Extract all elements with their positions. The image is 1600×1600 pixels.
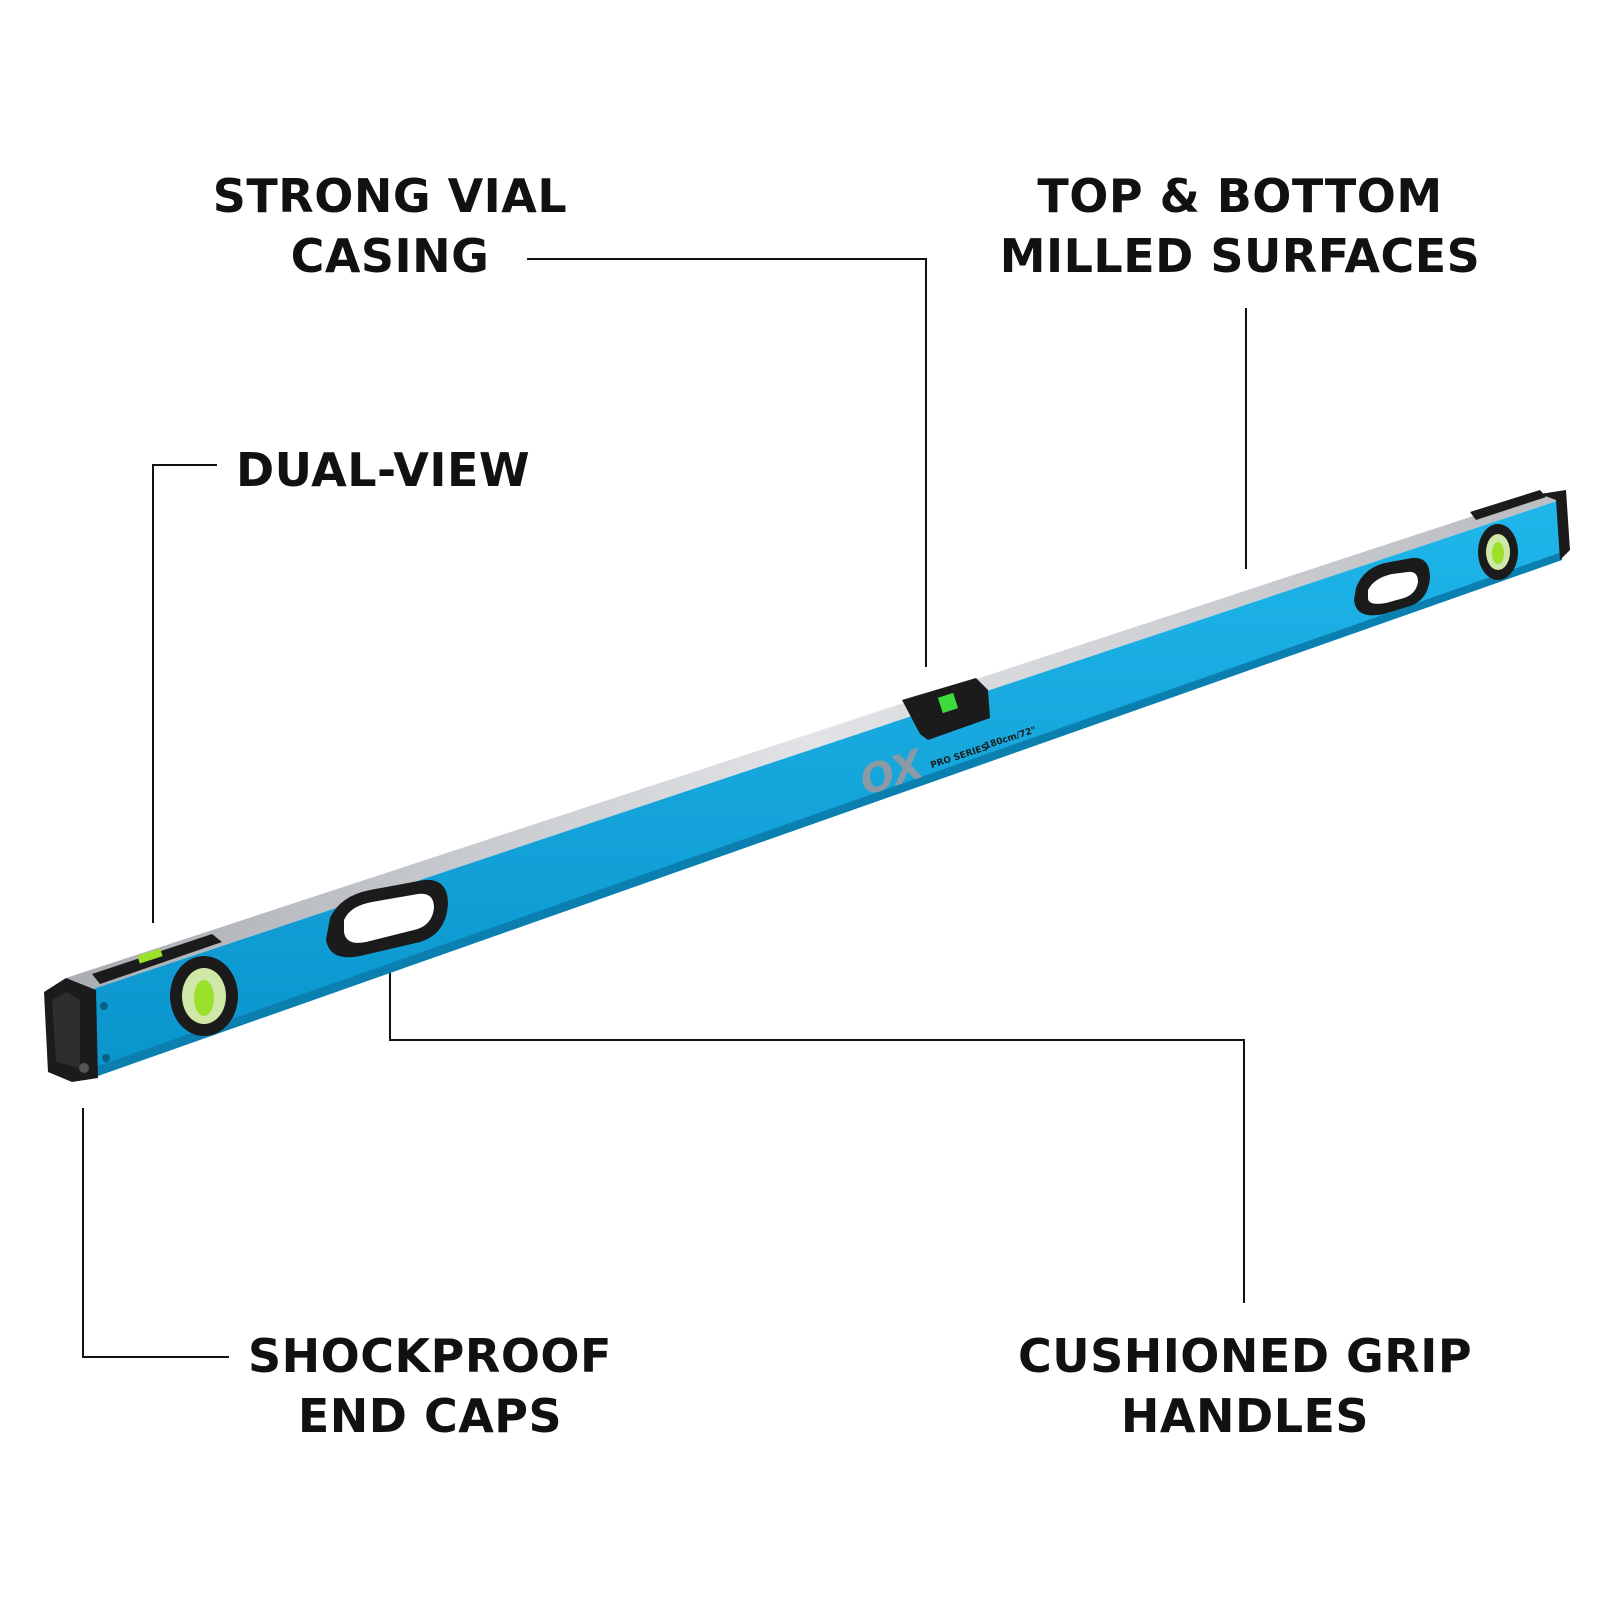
leader-strong-vial	[527, 258, 927, 667]
top-milled-surface	[66, 494, 1560, 990]
left-top-vial-window	[92, 934, 222, 984]
right-top-vial-window	[1470, 490, 1546, 520]
callout-dual-view: DUAL-VIEW	[236, 440, 556, 500]
leader-end-caps	[82, 1108, 229, 1358]
leader-grip	[389, 947, 1245, 1303]
callout-line: MILLED SURFACES	[999, 229, 1481, 283]
callout-milled-surfaces: TOP & BOTTOM MILLED SURFACES	[990, 166, 1490, 286]
center-vial-casing	[902, 678, 990, 740]
brand-logo: OX	[854, 741, 931, 805]
callout-line: TOP & BOTTOM	[1037, 169, 1443, 223]
level-body	[90, 500, 1562, 1078]
size-text: 180cm/72"	[983, 726, 1037, 752]
callout-line: DUAL-VIEW	[236, 443, 531, 497]
left-end-cap	[44, 978, 98, 1082]
callout-line: CASING	[290, 229, 490, 283]
callout-strong-vial-casing: STRONG VIAL CASING	[210, 166, 570, 286]
series-text: PRO SERIES	[929, 743, 989, 771]
left-round-vial	[170, 956, 238, 1036]
right-end-cap	[1540, 490, 1570, 560]
callout-line: CUSHIONED GRIP	[1017, 1329, 1473, 1383]
left-grip-handle	[326, 879, 448, 958]
rivet-icon	[100, 1002, 108, 1010]
callout-shockproof-end-caps: SHOCKPROOF END CAPS	[240, 1326, 620, 1446]
callout-line: HANDLES	[1120, 1389, 1370, 1443]
rivet-icon	[102, 1054, 110, 1062]
callout-line: SHOCKPROOF	[248, 1329, 612, 1383]
leader-dual-view	[152, 464, 217, 923]
callout-line: STRONG VIAL	[212, 169, 568, 223]
level-body-edge	[92, 552, 1562, 1078]
right-round-vial	[1478, 524, 1518, 580]
right-grip-handle	[1354, 557, 1430, 616]
callout-cushioned-grip-handles: CUSHIONED GRIP HANDLES	[1010, 1326, 1480, 1446]
callout-line: END CAPS	[297, 1389, 563, 1443]
